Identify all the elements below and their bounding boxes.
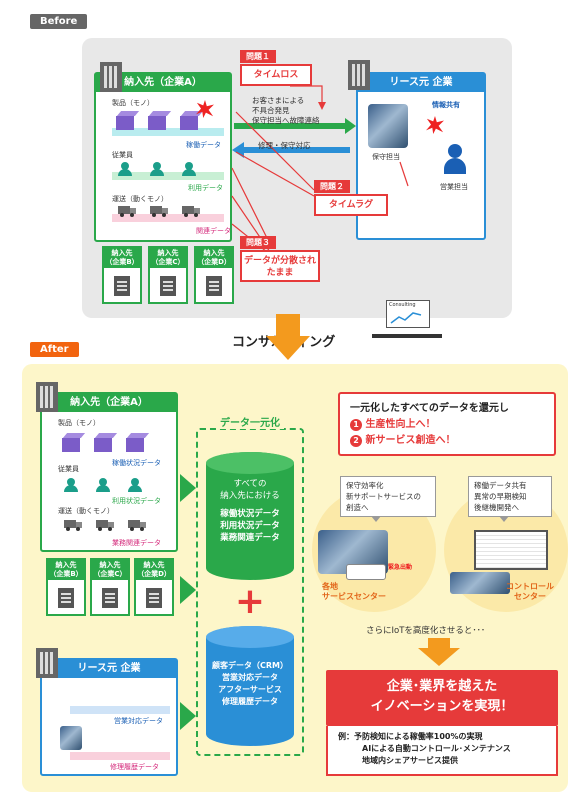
down-arrow-head <box>418 648 460 666</box>
transport-label: 運送（動くモノ） <box>58 507 114 515</box>
consulting-desk <box>372 334 442 338</box>
sales-person-icon <box>444 144 466 176</box>
maintenance-photo <box>368 104 408 148</box>
building-icon <box>102 588 118 608</box>
goods-label: 製品（モノ） <box>58 419 100 427</box>
data-stripe <box>70 706 170 714</box>
transport-data-label: 業務関連データ <box>112 539 161 547</box>
control-center-photo <box>450 572 510 594</box>
return-title: 一元化したすべてのデータを還元し <box>350 403 509 414</box>
consulting-board: Consulting <box>386 300 430 328</box>
product-icon <box>126 438 144 452</box>
staff-data-label: 利用データ <box>188 184 223 192</box>
num2-badge: 2 <box>350 435 362 447</box>
control-screen <box>474 530 548 570</box>
person-icon <box>118 162 132 176</box>
innovation-examples: 例：予防検知による稼働率100%の実現 AIによる自動コントロール･メンテナンス… <box>326 726 558 776</box>
person-icon <box>128 478 142 492</box>
staff-data-label: 利用状況データ <box>112 497 161 505</box>
goods-label: 製品（モノ） <box>112 99 154 107</box>
data-cylinder-2 <box>206 626 294 746</box>
person-icon <box>150 162 164 176</box>
problem1-box: タイムロス <box>240 64 312 86</box>
product-icon <box>180 116 198 130</box>
staff-label: 従業員 <box>112 151 133 159</box>
truck-icon <box>182 206 200 217</box>
problem2-tag: 問題２ <box>314 180 350 193</box>
after-tag: After <box>30 342 79 357</box>
before-lessor-title: リース元 企業 <box>358 74 484 92</box>
data-stripe <box>112 172 224 180</box>
num1-badge: 1 <box>350 419 362 431</box>
emergency-car <box>346 564 386 580</box>
building-icon <box>160 276 176 296</box>
building-icon <box>146 588 162 608</box>
before-tag: Before <box>30 14 88 29</box>
unify-title: データ一元化 <box>216 414 284 429</box>
building-icon <box>36 648 58 678</box>
arrow-right-icon <box>180 702 196 730</box>
truck-icon <box>150 206 168 217</box>
cylinder2-text: 顧客データ（CRM） 営業対応データ アフターサービス 修理履歴データ <box>212 661 288 706</box>
service-center-label: 各地 サービスセンター <box>322 582 386 601</box>
problem3-tag: 問題３ <box>240 236 276 249</box>
return-box: 一元化したすべてのデータを還元し 1 生産性向上へ！ 2 新サービス創造へ！ <box>338 392 556 456</box>
iot-text: さらにIoTを高度化させると･･･ <box>366 626 486 636</box>
innovation-box: 企業･業界を越えた イノベーションを実現！ <box>326 670 558 726</box>
product-icon <box>148 116 166 130</box>
person-icon <box>64 478 78 492</box>
control-center-label: コントロール センター <box>506 582 554 601</box>
building-icon <box>114 276 130 296</box>
staff-label: 従業員 <box>58 465 79 473</box>
product-icon <box>94 438 112 452</box>
person-icon <box>182 162 196 176</box>
goods-data-label: 稼働状況データ <box>112 459 161 467</box>
report-text: お客さまによる 不具合発見 保守担当へ故障連絡 <box>252 96 320 125</box>
before-client-title: 納入先（企業A） <box>96 74 230 92</box>
building-icon <box>58 588 74 608</box>
person-icon <box>96 478 110 492</box>
problem2-box: タイムラグ <box>314 194 388 216</box>
bubble-right: 稼働データ共有 異常の早期検知 後継機開発へ <box>468 476 552 522</box>
building-icon <box>36 382 58 412</box>
problem3-box: データが分散されたまま <box>240 250 320 282</box>
cylinder1-text: すべての 納入先における 稼働状況データ 利用状況データ 業務関連データ <box>220 479 280 543</box>
product-icon <box>62 438 80 452</box>
goods-data-label: 稼働データ <box>186 141 221 149</box>
truck-icon <box>96 520 114 531</box>
plus-icon: + <box>234 581 266 622</box>
after-lessor-title: リース元 企業 <box>42 660 176 678</box>
down-arrow <box>276 314 300 338</box>
truck-icon <box>64 520 82 531</box>
maintenance-photo <box>60 726 82 750</box>
emergency-label: 緊急出動 <box>388 564 413 571</box>
transport-label: 運送（動くモノ） <box>112 195 168 203</box>
arrow-right-icon <box>180 576 196 604</box>
transport-data-label: 関連データ <box>196 227 231 235</box>
down-arrow <box>428 638 450 648</box>
unify-box <box>196 428 304 756</box>
building-icon <box>206 276 222 296</box>
truck-icon <box>128 520 146 531</box>
problem1-tag: 問題１ <box>240 50 276 63</box>
repair-data-label: 修理履歴データ <box>110 763 159 771</box>
after-sub-b: 納入先（企業B） <box>46 558 86 616</box>
data-stripe <box>70 752 170 760</box>
repair-label: 修理・保守対応 <box>258 141 311 150</box>
truck-icon <box>118 206 136 217</box>
product-icon <box>116 116 134 130</box>
data-cylinder-1 <box>206 452 294 580</box>
building-icon <box>348 60 370 90</box>
down-arrow-head <box>266 336 310 360</box>
sales-data-label: 営業対応データ <box>114 717 163 725</box>
building-icon <box>100 62 122 92</box>
data-stripe <box>112 128 224 136</box>
sales-label: 営業担当 <box>440 183 468 191</box>
data-stripe <box>112 214 224 222</box>
maintenance-label: 保守担当 <box>372 153 400 161</box>
info-share-label: 情報共有 <box>432 101 460 109</box>
after-client-title: 納入先（企業A） <box>42 394 176 412</box>
bubble-left: 保守効率化 新サポートサービスの 創造へ <box>340 476 436 522</box>
arrow-right-icon <box>180 474 196 502</box>
